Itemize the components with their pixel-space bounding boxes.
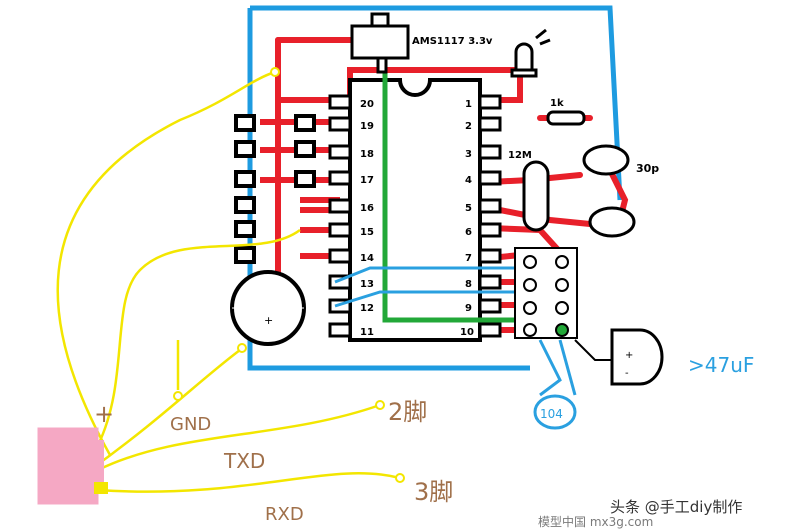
resistor-1k: 1k — [546, 98, 586, 126]
program-header — [514, 247, 578, 339]
pin-label-20: 20 — [360, 99, 374, 110]
pin-label-19: 19 — [360, 121, 374, 132]
pin-label-11: 11 — [360, 327, 374, 338]
pin-label-10: 10 — [460, 327, 474, 338]
pin-label-13: 13 — [360, 279, 374, 290]
pin-label-5: 5 — [465, 203, 472, 214]
cap-47uf-plus: + — [625, 350, 633, 361]
pin-label-18: 18 — [360, 149, 374, 160]
crystal-12m: 12M — [508, 150, 550, 232]
cap-47uf-label: >47uF — [688, 353, 754, 377]
yellow-wires — [56, 70, 401, 493]
pin-label-14: 14 — [360, 253, 374, 264]
led-icon — [510, 28, 551, 78]
capacitor-47uf: + - >47uF — [574, 328, 754, 386]
ams1117-regulator: AMS1117 3.3v — [350, 12, 493, 74]
pin-label-16: 16 — [360, 203, 374, 214]
pin-label-7: 7 — [465, 253, 472, 264]
pin3-label: 3脚 — [414, 478, 453, 506]
pin-label-4: 4 — [465, 175, 472, 186]
pin-label-12: 12 — [360, 303, 374, 314]
usb-serial-connector — [37, 427, 108, 505]
conn-txd-label: TXD — [223, 449, 265, 473]
cap-104-label: 104 — [540, 407, 563, 421]
pin-label-8: 8 — [465, 279, 472, 290]
pin-label-9: 9 — [465, 303, 472, 314]
capacitor-104: 104 — [533, 394, 577, 430]
regulator-label: AMS1117 3.3v — [412, 36, 493, 47]
pin-label-6: 6 — [465, 227, 472, 238]
pin-label-3: 3 — [465, 149, 472, 160]
pin-label-15: 15 — [360, 227, 374, 238]
crystal-label: 12M — [508, 150, 532, 161]
board-electrolytic-cap: + — [230, 270, 306, 346]
conn-gnd-label: GND — [170, 414, 211, 435]
watermark-text: 头条 @手工diy制作 — [610, 498, 742, 516]
cap-30p-label: 30p — [636, 162, 659, 175]
conn-rxd-label: RXD — [265, 504, 304, 525]
capacitor-30p — [582, 144, 636, 238]
header-pins — [234, 114, 316, 264]
resistor-label: 1k — [550, 98, 564, 109]
cap-47uf-minus: - — [625, 368, 629, 379]
conn-plus-label: + — [94, 400, 114, 428]
signal-traces — [334, 266, 577, 397]
pin2-label: 2脚 — [388, 398, 427, 426]
pin-label-17: 17 — [360, 175, 374, 186]
watermark-site: 模型中国 mx3g.com — [538, 514, 653, 529]
pin-label-1: 1 — [465, 99, 472, 110]
pin-label-2: 2 — [465, 121, 472, 132]
board-cap-plus: + — [264, 314, 273, 327]
